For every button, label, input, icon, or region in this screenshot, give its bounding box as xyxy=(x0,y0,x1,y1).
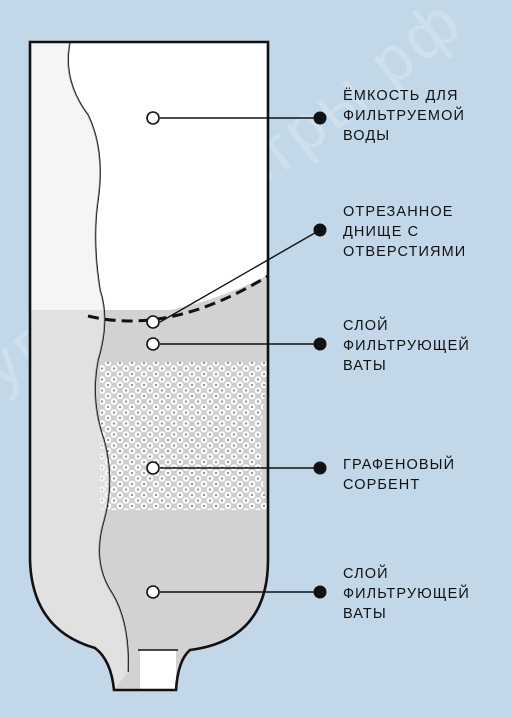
bottle-neck xyxy=(140,650,176,690)
label-wool-bottom: СЛОЙ ФИЛЬТРУЮЩЕЙ ВАТЫ xyxy=(343,566,470,622)
label-container: ЁМКОСТЬ ДЛЯ ФИЛЬТРУЕМОЙ ВОДЫ xyxy=(343,88,465,144)
marker-cut-bottom xyxy=(146,315,160,329)
marker-container xyxy=(146,111,160,125)
label-cut-bottom: ОТРЕЗАННОЕ ДНИЩЕ С ОТВЕРСТИЯМИ xyxy=(343,204,467,260)
label-wool-top: СЛОЙ ФИЛЬТРУЮЩЕЙ ВАТЫ xyxy=(343,318,470,374)
bottle-outline xyxy=(28,40,270,692)
marker-wool-bottom xyxy=(146,585,160,599)
marker-wool-top xyxy=(146,337,160,351)
marker-open-circles xyxy=(146,111,160,599)
dot-cut-bottom xyxy=(313,223,327,237)
label-sorbent: ГРАФЕНОВЫЙ СОРБЕНТ xyxy=(343,457,456,493)
dot-container xyxy=(313,111,327,125)
cut-line xyxy=(87,274,269,323)
marker-filled-circles xyxy=(313,111,327,599)
marker-sorbent xyxy=(146,461,160,475)
dot-wool-top xyxy=(313,337,327,351)
dot-sorbent xyxy=(313,461,327,475)
dot-wool-bottom xyxy=(313,585,327,599)
sorbent-layer-overlay xyxy=(100,362,268,510)
